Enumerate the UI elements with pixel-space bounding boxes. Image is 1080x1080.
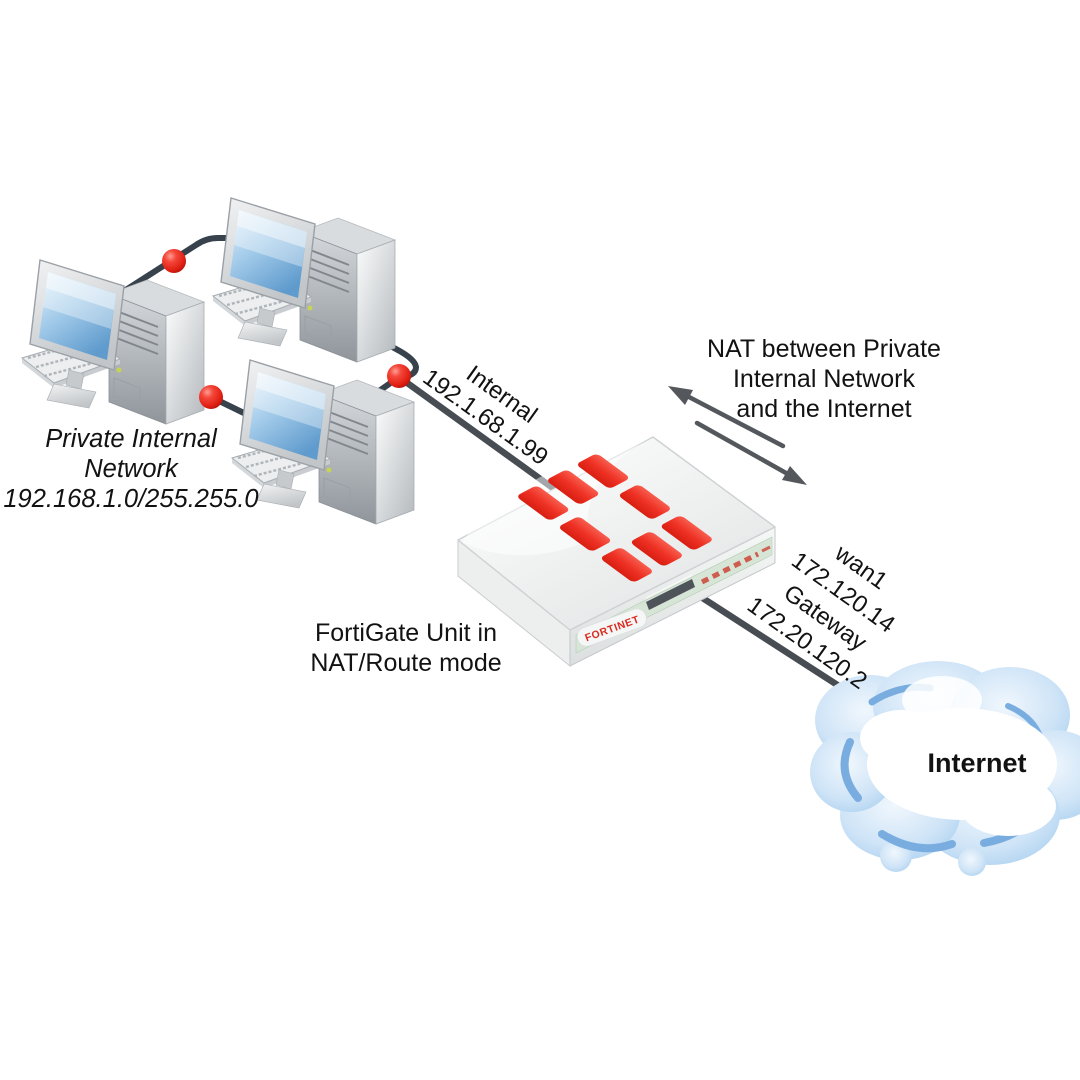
private-network-label: Private Internal Network 192.168.1.0/255… [3,425,258,513]
internet-label: Internet [927,748,1026,778]
nat-arrows-icon [668,386,807,485]
nat-note-label: NAT between Private Internal Network and… [707,335,941,423]
red-connector-dot [162,249,186,273]
private-network-line3: 192.168.1.0/255.255.0 [3,485,258,513]
device-port-slot [646,579,695,610]
nat-note-line2: Internal Network [733,365,916,393]
red-connector-dot [387,364,411,388]
red-connector-dot [199,385,223,409]
workstation-icon [20,258,206,426]
cable-left-pc-to-top-pc [118,235,251,296]
workstation-icon [211,196,397,364]
internet-cloud-icon [810,661,1080,876]
lan-connector-dots [162,249,411,409]
fortinet-logo-icon [518,454,712,582]
private-network-line2: Network [84,455,179,483]
fortigate-device-icon: FORTINET [457,436,776,668]
fortigate-unit-line1: FortiGate Unit in [315,619,497,647]
fortigate-unit-line2: NAT/Route mode [310,649,501,677]
private-network-line1: Private Internal [45,425,218,453]
fortigate-unit-label: FortiGate Unit in NAT/Route mode [310,619,501,677]
nat-note-line1: NAT between Private [707,335,941,363]
nat-note-line3: and the Internet [736,395,911,423]
internal-link-line [395,373,561,495]
